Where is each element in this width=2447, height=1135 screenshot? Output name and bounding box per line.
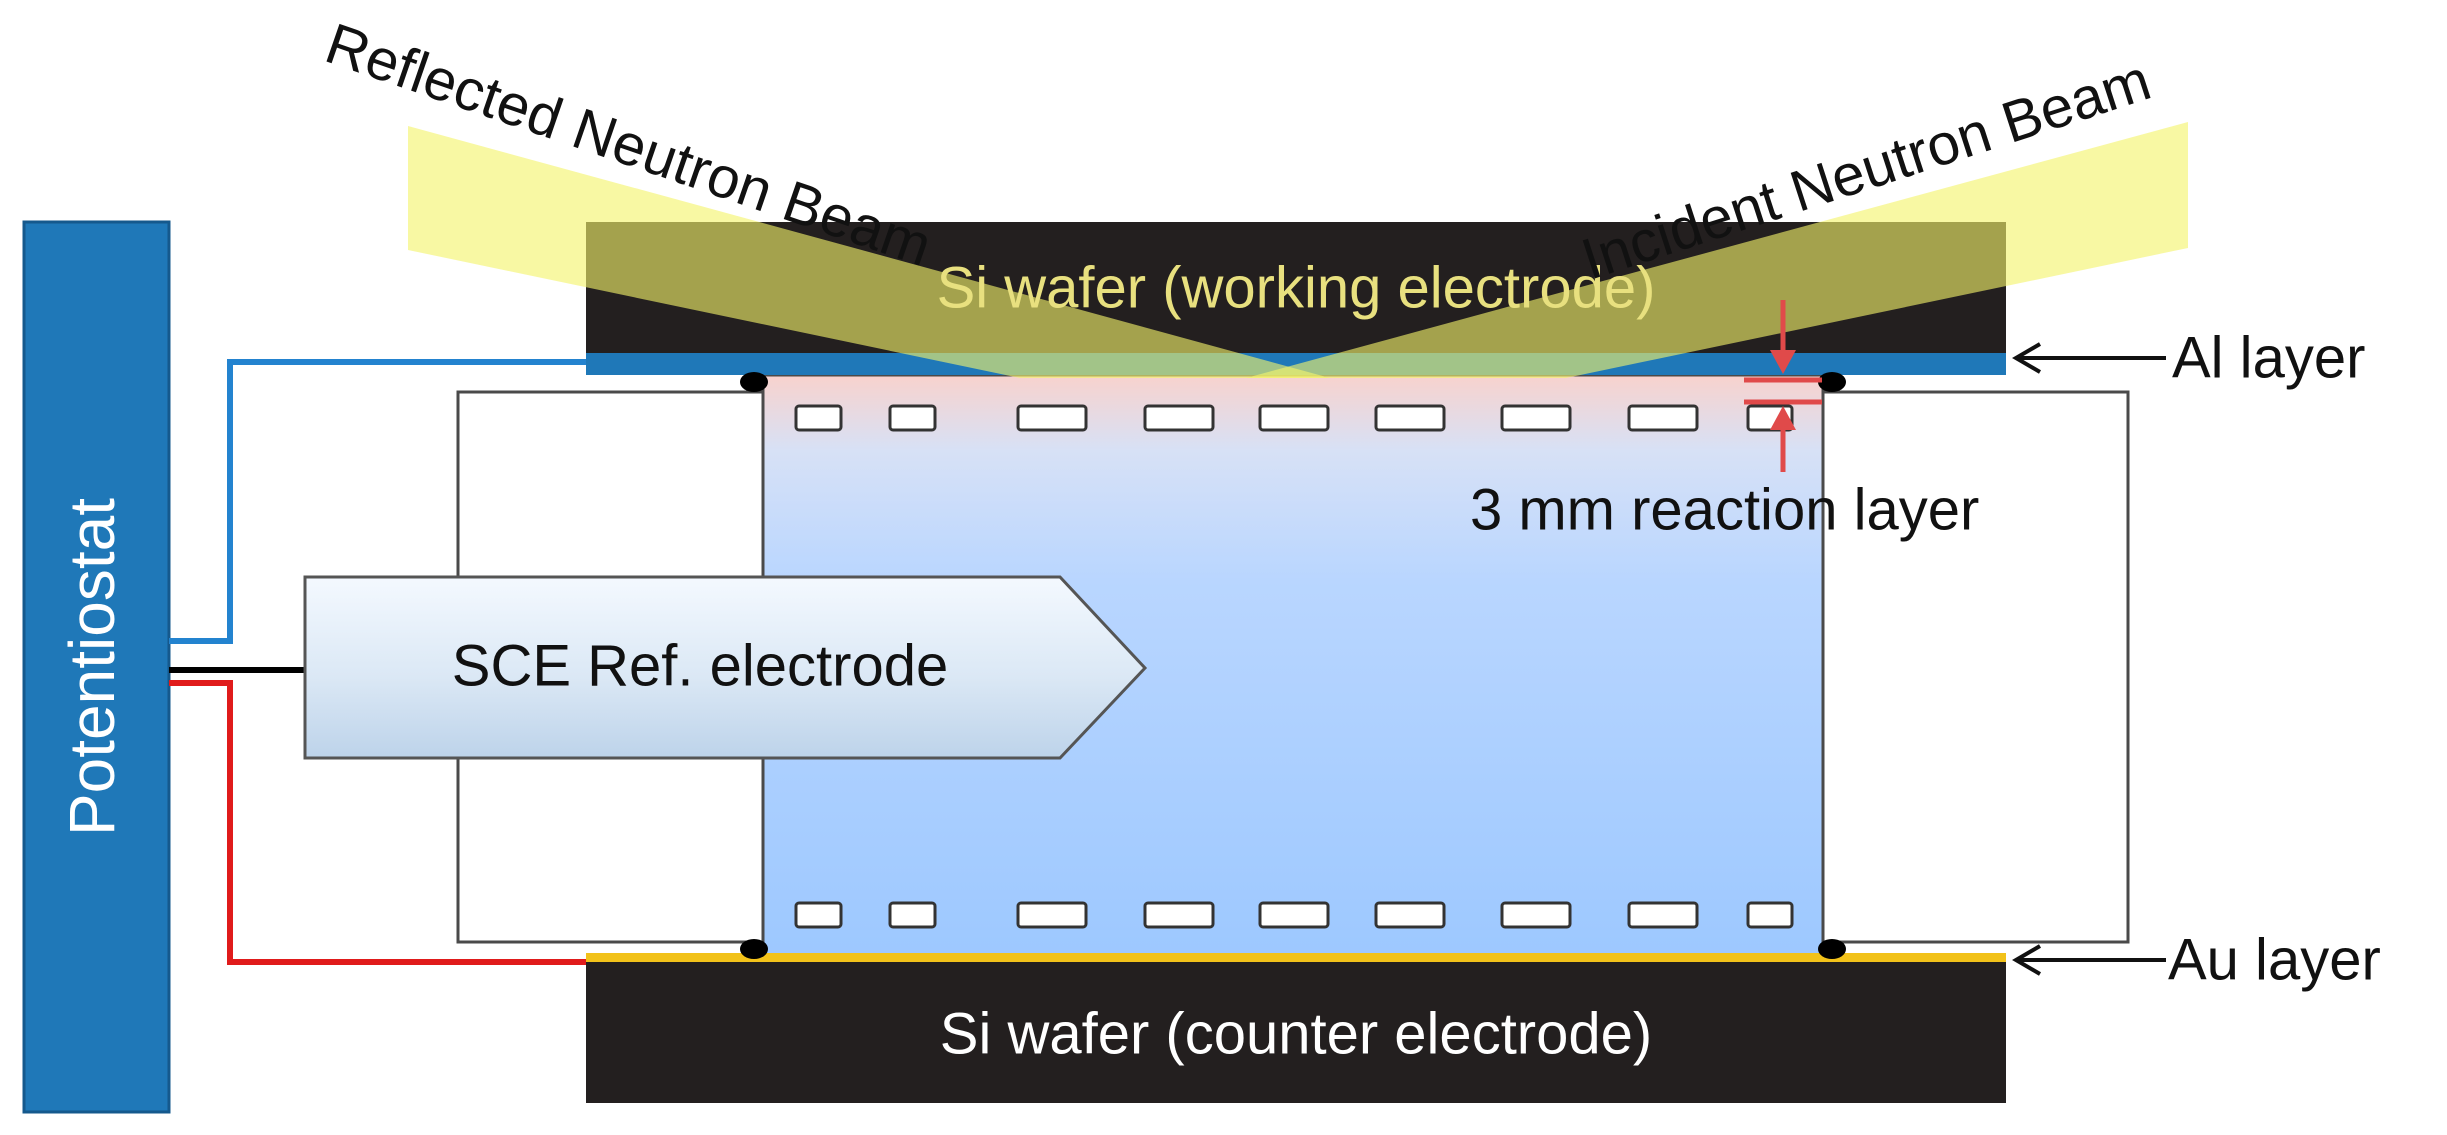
al-layer-label: Al layer bbox=[2172, 325, 2365, 390]
reaction-layer-label: 3 mm reaction layer bbox=[1470, 477, 1979, 542]
au-layer-label: Au layer bbox=[2168, 927, 2381, 992]
potentiostat-label: Potentiostat bbox=[56, 498, 128, 836]
red-wire bbox=[169, 680, 592, 965]
counter-electrode-wafer bbox=[586, 962, 2006, 1103]
reaction-layer-indicator bbox=[1744, 300, 1822, 472]
working-electrode-label: Si wafer (working electrode) bbox=[937, 255, 1656, 320]
al-layer-pointer bbox=[2012, 342, 2166, 374]
bottom-spacer-holes bbox=[794, 901, 1794, 929]
incident-neutron-beam bbox=[1246, 122, 2188, 378]
au-layer-pointer bbox=[2012, 944, 2166, 976]
counter-electrode-label: Si wafer (counter electrode) bbox=[940, 1001, 1652, 1066]
reflected-neutron-beam bbox=[408, 126, 1330, 378]
o-rings bbox=[740, 372, 1846, 959]
au-layer bbox=[586, 953, 2006, 962]
sce-reference-electrode-label: SCE Ref. electrode bbox=[452, 633, 948, 698]
blue-wire bbox=[169, 359, 592, 644]
potentiostat-box bbox=[22, 220, 171, 1114]
sce-reference-electrode bbox=[303, 575, 1148, 760]
